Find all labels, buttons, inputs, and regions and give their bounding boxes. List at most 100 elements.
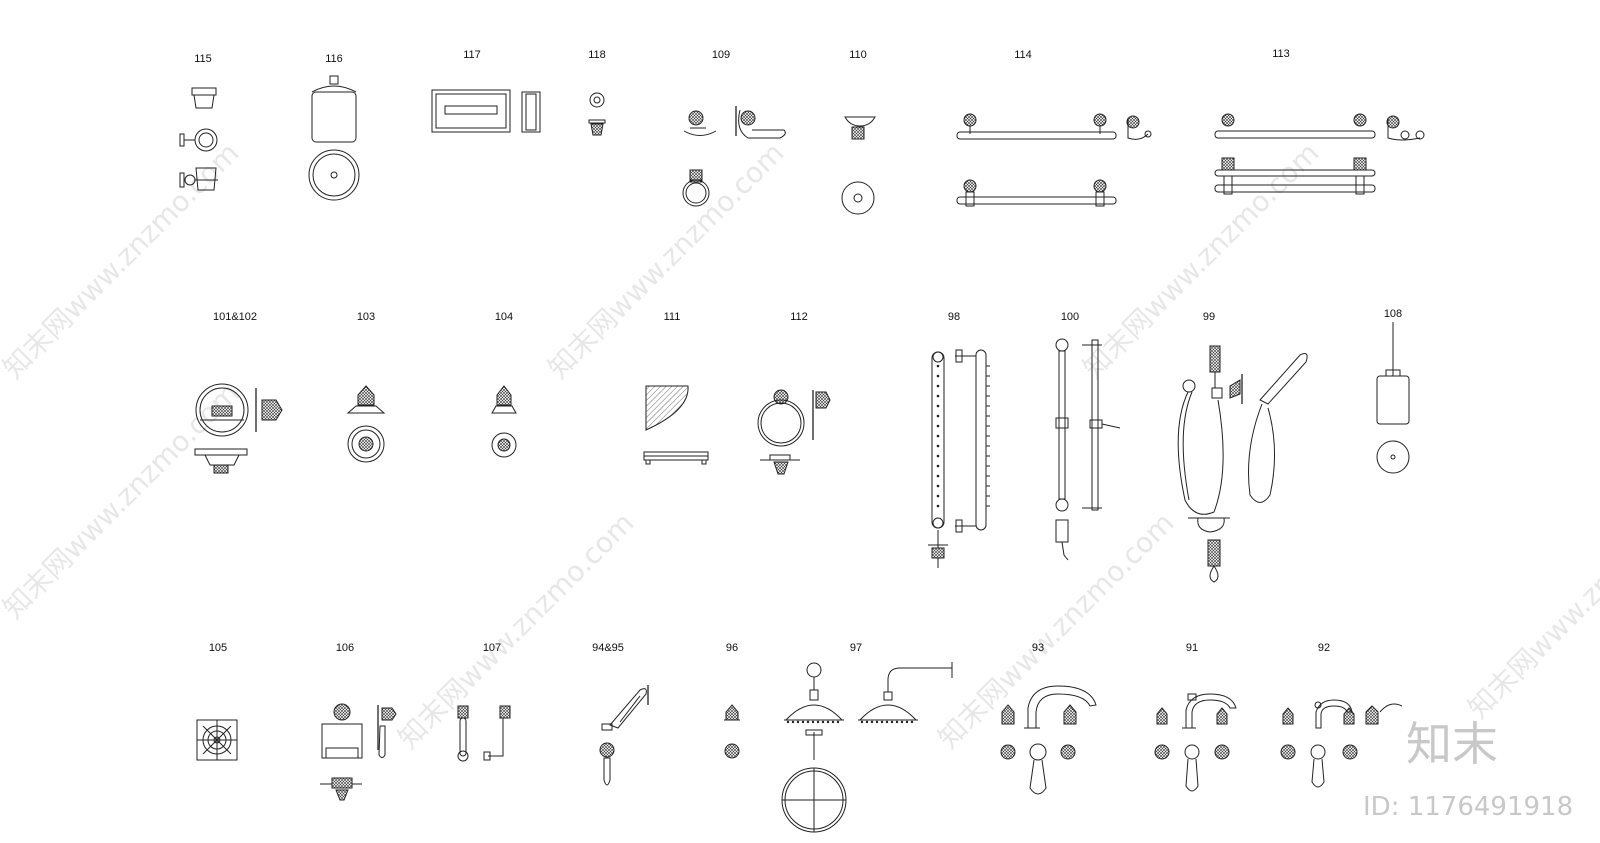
item-109: 109 [682,49,786,207]
item-100: 100 [1055,311,1121,561]
watermark-text: 知末网www.znzmo.com [542,136,791,385]
item-114: 114 [956,49,1152,207]
item-115: 115 [179,53,218,191]
jet-dot [936,494,940,498]
nozzle-dot [885,720,889,724]
jet-dot [936,424,940,428]
nozzle-dot [821,720,825,724]
jet-dot [936,414,940,418]
item-label: 104 [495,311,513,323]
brand-block: 知末 ID: 1176491918 [1363,717,1573,822]
item-label: 113 [1272,48,1290,60]
jet-dot [936,404,940,408]
watermark-text: 知末网www.znzmo.com [932,506,1181,755]
nozzle-dot [865,720,869,724]
brand-id: ID: 1176491918 [1363,792,1573,822]
item-label: 117 [463,49,481,61]
jet-dot [936,474,940,478]
item-label: 99 [1203,311,1215,323]
jet-dot [936,384,940,388]
nozzle-dot [786,720,790,724]
item-label: 100 [1061,311,1079,323]
item-label: 105 [209,642,227,654]
watermark-layer: 知末网www.znzmo.com 知末网www.znzmo.com 知末网www… [0,136,1600,755]
item-111: 111 [643,311,709,465]
item-label: 108 [1384,308,1402,320]
nozzle-dot [860,720,864,724]
jet-dot [936,394,940,398]
item-107: 107 [457,642,511,762]
item-104: 104 [491,311,517,458]
nozzle-dot [816,720,820,724]
item-97: 97 [781,642,953,833]
watermark-text: 知末网www.znzmo.com [0,376,245,625]
item-label: 110 [849,49,867,61]
watermark-text: 知末网www.znzmo.com [1077,136,1326,385]
item-96: 96 [724,642,740,759]
item-label: 92 [1318,642,1330,654]
jet-dot [936,484,940,488]
jet-dot [936,374,940,378]
item-label: 93 [1032,642,1044,654]
nozzle-dot [826,720,830,724]
nozzle-dot [875,720,879,724]
item-106: 106 [320,642,397,801]
watermark-text: 知末网www.znzmo.com [1462,476,1600,725]
nozzle-dot [910,720,914,724]
nozzle-dot [831,720,835,724]
jet-dot [936,444,940,448]
nozzle-dot [905,720,909,724]
item-108: 108 [1376,308,1410,474]
item-label: 107 [483,642,501,654]
jet-dot [936,504,940,508]
item-98: 98 [928,311,990,568]
nozzle-dot [895,720,899,724]
item-99: 99 [1177,311,1308,583]
item-110: 110 [841,49,876,215]
item-label: 109 [712,49,730,61]
item-label: 94&95 [592,642,624,654]
item-label: 103 [357,311,375,323]
item-103: 103 [346,311,386,463]
item-label: 112 [790,311,808,323]
item-label: 101&102 [213,311,257,323]
item-label: 106 [336,642,354,654]
watermark-text: 知末网www.znzmo.com [392,506,641,755]
item-112: 112 [757,311,831,475]
item-label: 91 [1186,642,1198,654]
item-101-102: 101&102 [194,311,283,474]
nozzle-dot [796,720,800,724]
item-label: 98 [948,311,960,323]
item-93: 93 [1000,642,1097,795]
nozzle-dot [801,720,805,724]
item-label: 115 [194,53,212,65]
item-117: 117 [431,49,541,133]
item-94-95: 94&95 [592,642,649,786]
jet-dot [936,434,940,438]
item-label: 96 [726,642,738,654]
brand-logo: 知末 [1406,717,1498,771]
nozzle-dot [806,720,810,724]
item-113: 113 [1214,48,1425,195]
item-label: 111 [664,311,681,323]
item-label: 97 [850,642,862,654]
nozzle-dot [811,720,815,724]
jet-dot [936,464,940,468]
nozzle-dot [880,720,884,724]
item-label: 114 [1014,49,1032,61]
item-105: 105 [196,642,238,761]
nozzle-dot [836,720,840,724]
nozzle-dot [900,720,904,724]
jet-dot [936,454,940,458]
item-91: 91 [1154,642,1237,792]
jet-dot [936,364,940,368]
watermark-text: 知末网www.znzmo.com [0,136,245,385]
item-92: 92 [1280,642,1403,788]
item-label: 116 [325,53,343,65]
item-118: 118 [588,49,606,136]
nozzle-dot [791,720,795,724]
nozzle-dot [890,720,894,724]
item-116: 116 [308,53,360,201]
item-label: 118 [588,49,606,61]
